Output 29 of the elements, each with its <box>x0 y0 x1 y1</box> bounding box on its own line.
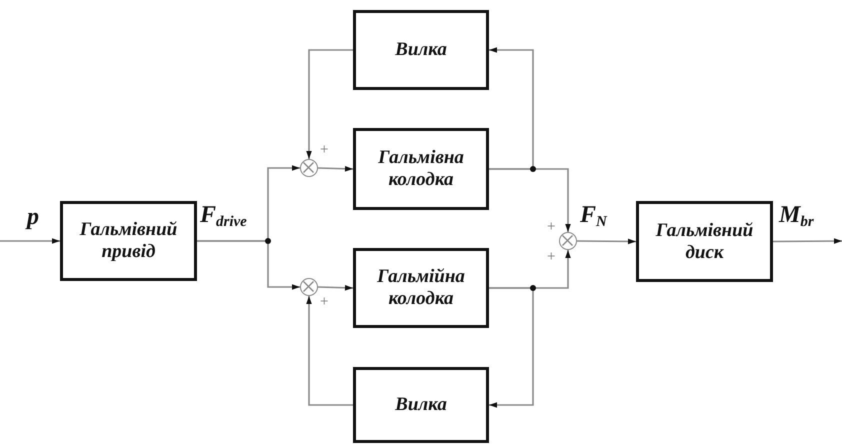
arrow <box>577 238 636 244</box>
arrow <box>489 250 571 289</box>
block-label: Вилка <box>395 39 447 61</box>
block-label: Гальмівний привід <box>78 219 178 263</box>
block <box>636 201 773 282</box>
arrow <box>318 166 354 172</box>
block <box>353 248 489 328</box>
block <box>353 367 489 443</box>
block-label: Гальмійна колодка <box>376 266 466 310</box>
block-label: Гальмівна колодка <box>377 147 465 191</box>
block <box>353 10 489 90</box>
arrow <box>318 284 354 291</box>
sign-label: + <box>547 250 556 265</box>
summing-junction <box>300 278 318 296</box>
summing-junction <box>559 232 577 250</box>
arrow <box>306 49 353 159</box>
sign-label: + <box>320 143 328 158</box>
summing-junction <box>300 159 318 177</box>
arrow <box>197 240 300 290</box>
block-label: Вилка <box>395 394 447 416</box>
block <box>353 128 489 210</box>
sign-label: + <box>320 295 328 310</box>
arrow <box>773 238 842 244</box>
arrow <box>489 168 571 232</box>
arrow <box>0 238 60 244</box>
block-label: Гальмівний диск <box>654 220 754 264</box>
block <box>60 201 197 281</box>
arrow <box>306 296 353 406</box>
sign-label: + <box>547 220 556 235</box>
